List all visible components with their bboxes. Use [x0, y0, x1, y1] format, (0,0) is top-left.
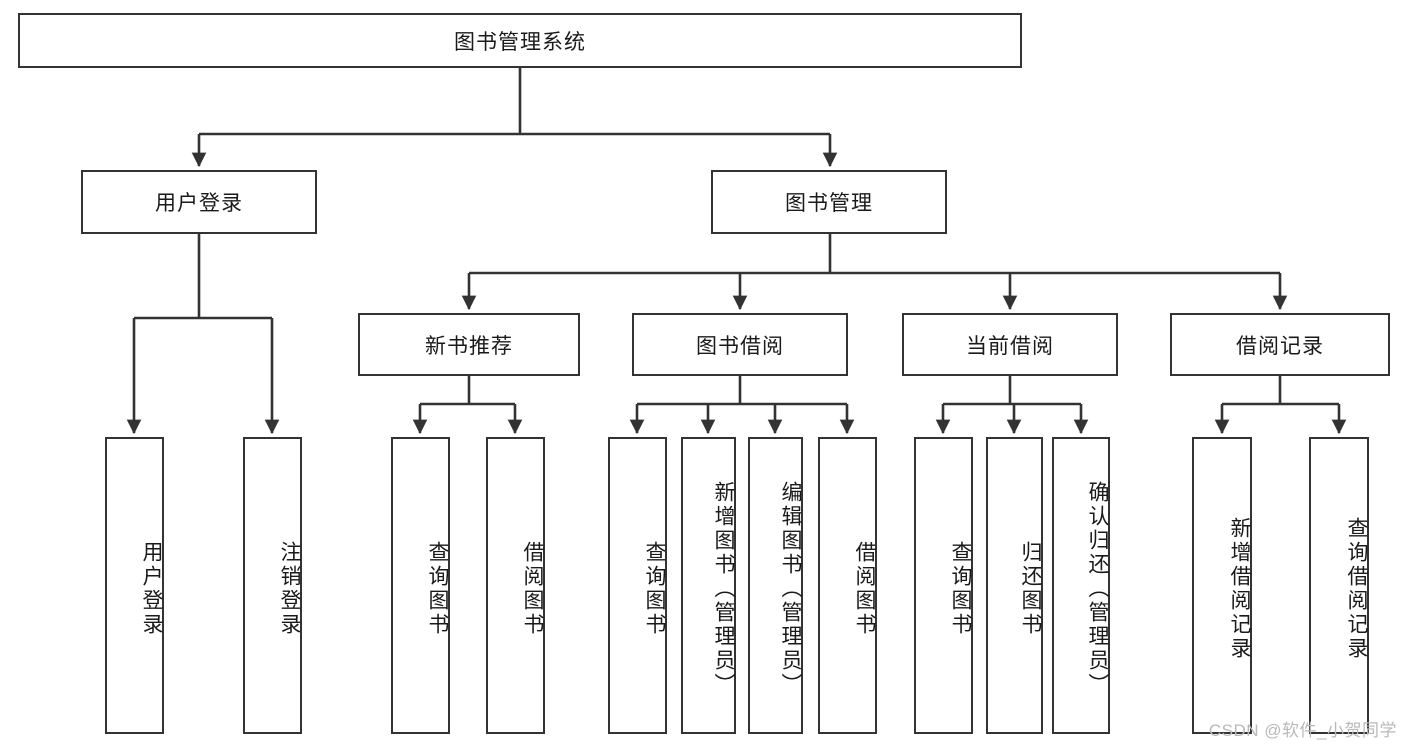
node-current-borrow[interactable]: 当前借阅: [902, 313, 1118, 376]
node-new-book-recommend[interactable]: 新书推荐: [358, 313, 580, 376]
node-leaf-add-book[interactable]: 新增图书（管理员）: [681, 437, 736, 734]
node-user-login[interactable]: 用户登录: [81, 170, 317, 234]
node-leaf-borrow-book-1[interactable]: 借阅图书: [486, 437, 545, 734]
node-leaf-query-book-3[interactable]: 查询图书: [914, 437, 973, 734]
node-leaf-user-login[interactable]: 用户登录: [105, 437, 164, 734]
node-borrow-record[interactable]: 借阅记录: [1170, 313, 1390, 376]
node-leaf-user-logout[interactable]: 注销登录: [243, 437, 302, 734]
node-book-manage[interactable]: 图书管理: [711, 170, 947, 234]
node-leaf-query-book-2[interactable]: 查询图书: [608, 437, 667, 734]
watermark-text: CSDN @软件_小贺同学: [1208, 721, 1397, 740]
node-root[interactable]: 图书管理系统: [18, 13, 1022, 68]
node-leaf-edit-book[interactable]: 编辑图书（管理员）: [748, 437, 803, 734]
node-leaf-query-book-1[interactable]: 查询图书: [391, 437, 450, 734]
node-book-borrow[interactable]: 图书借阅: [632, 313, 848, 376]
node-leaf-query-record[interactable]: 查询借阅记录: [1309, 437, 1369, 734]
node-leaf-confirm-return[interactable]: 确认归还（管理员）: [1052, 437, 1110, 734]
node-leaf-return-book[interactable]: 归还图书: [986, 437, 1043, 734]
node-leaf-borrow-book-2[interactable]: 借阅图书: [818, 437, 877, 734]
node-leaf-add-record[interactable]: 新增借阅记录: [1192, 437, 1252, 734]
